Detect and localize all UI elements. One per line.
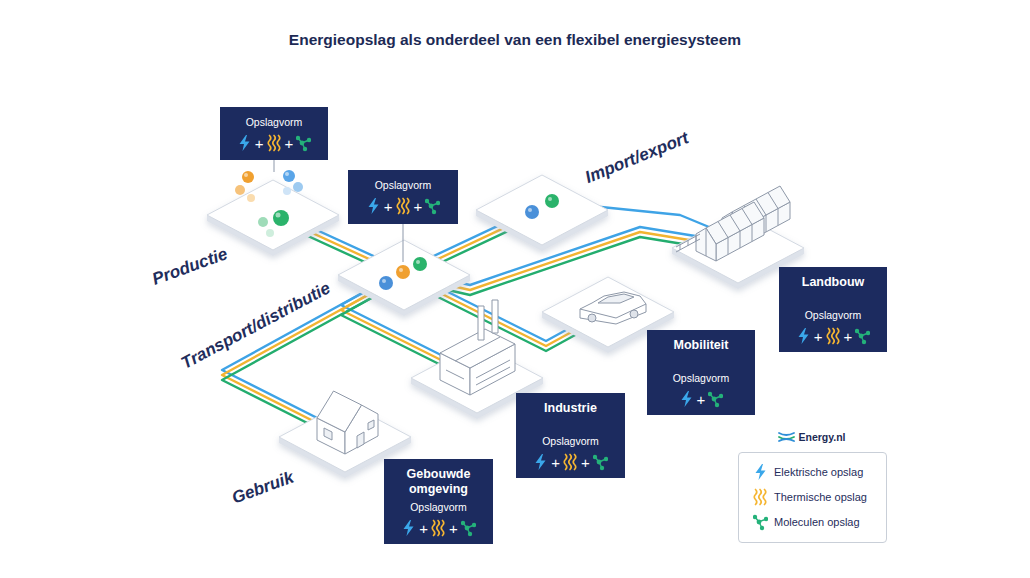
storage-box: LandbouwOpslagvorm++: [779, 267, 887, 352]
legend-row: Moleculen opslag: [753, 509, 886, 534]
electric-icon: [237, 134, 252, 152]
molecule-icon: [753, 513, 768, 531]
plus-sign: +: [449, 521, 458, 536]
electric-icon: [401, 519, 416, 537]
section-label: Gebruik: [229, 468, 296, 509]
thermal-icon: [563, 453, 578, 471]
storage-label: Opslagvorm: [805, 309, 862, 321]
logo-mark: [779, 433, 794, 441]
storage-icons: ++: [533, 453, 608, 471]
plus-sign: +: [844, 329, 853, 344]
legend-row: Thermische opslag: [753, 484, 886, 509]
plus-sign: +: [697, 392, 706, 407]
molecule-icon: [461, 519, 476, 537]
storage-label: Opslagvorm: [246, 116, 303, 128]
electric-icon: [533, 453, 548, 471]
molecule-icon: [296, 134, 311, 152]
molecule-icon: [708, 390, 723, 408]
storage-box: Opslagvorm++: [348, 170, 458, 224]
thermal-icon: [431, 519, 446, 537]
molecule-icon: [425, 197, 440, 215]
legend-text: Moleculen opslag: [774, 516, 860, 528]
electric-icon: [796, 327, 811, 345]
storage-box: MobiliteitOpslagvorm +: [647, 330, 755, 415]
legend-text: Thermische opslag: [774, 491, 867, 503]
storage-icons: ++: [366, 197, 441, 215]
storage-icons: ++: [237, 134, 312, 152]
legend-row: Elektrische opslag: [753, 459, 886, 484]
plus-sign: +: [814, 329, 823, 344]
storage-label: Opslagvorm: [410, 501, 467, 513]
greenhouses: [676, 186, 790, 261]
logo-text: Energy.nl: [798, 431, 845, 443]
plus-sign: +: [551, 455, 560, 470]
plus-sign: +: [581, 455, 590, 470]
molecule-icon: [593, 453, 608, 471]
electric-icon: [753, 463, 768, 481]
storage-label: Opslagvorm: [375, 179, 432, 191]
house: [317, 391, 378, 454]
factory: [440, 300, 515, 395]
legend-text: Elektrische opslag: [774, 466, 863, 478]
plus-sign: +: [384, 199, 393, 214]
storage-icons: ++: [401, 519, 476, 537]
plus-sign: +: [255, 136, 264, 151]
sector-heading: Gebouwde omgeving: [388, 467, 489, 497]
section-label: Import/export: [582, 128, 691, 188]
sector-heading: Mobiliteit: [674, 338, 729, 353]
energy-balls: [235, 170, 559, 290]
legend-box: Elektrische opslagThermische opslagMolec…: [738, 452, 887, 543]
sector-heading: Industrie: [544, 401, 597, 416]
section-label: Productie: [150, 244, 231, 290]
sector-heading: Landbouw: [802, 275, 865, 290]
electric-icon: [366, 197, 381, 215]
plus-sign: +: [414, 199, 423, 214]
storage-label: Opslagvorm: [673, 372, 730, 384]
car: [580, 292, 646, 324]
thermal-icon: [396, 197, 411, 215]
storage-box: Gebouwde omgevingOpslagvorm++: [384, 459, 493, 544]
thermal-icon: [753, 488, 768, 506]
molecule-icon: [855, 327, 870, 345]
diagram-title: Energieopslag als onderdeel van een flex…: [0, 31, 1030, 49]
electric-icon: [679, 390, 694, 408]
thermal-icon: [826, 327, 841, 345]
storage-label: Opslagvorm: [542, 435, 599, 447]
storage-icons: +: [679, 390, 724, 408]
plus-sign: +: [285, 136, 294, 151]
storage-box: IndustrieOpslagvorm++: [516, 393, 625, 478]
storage-icons: ++: [796, 327, 871, 345]
plus-sign: +: [419, 521, 428, 536]
storage-box: Opslagvorm++: [220, 107, 328, 160]
platforms: [207, 175, 804, 478]
thermal-icon: [267, 134, 282, 152]
